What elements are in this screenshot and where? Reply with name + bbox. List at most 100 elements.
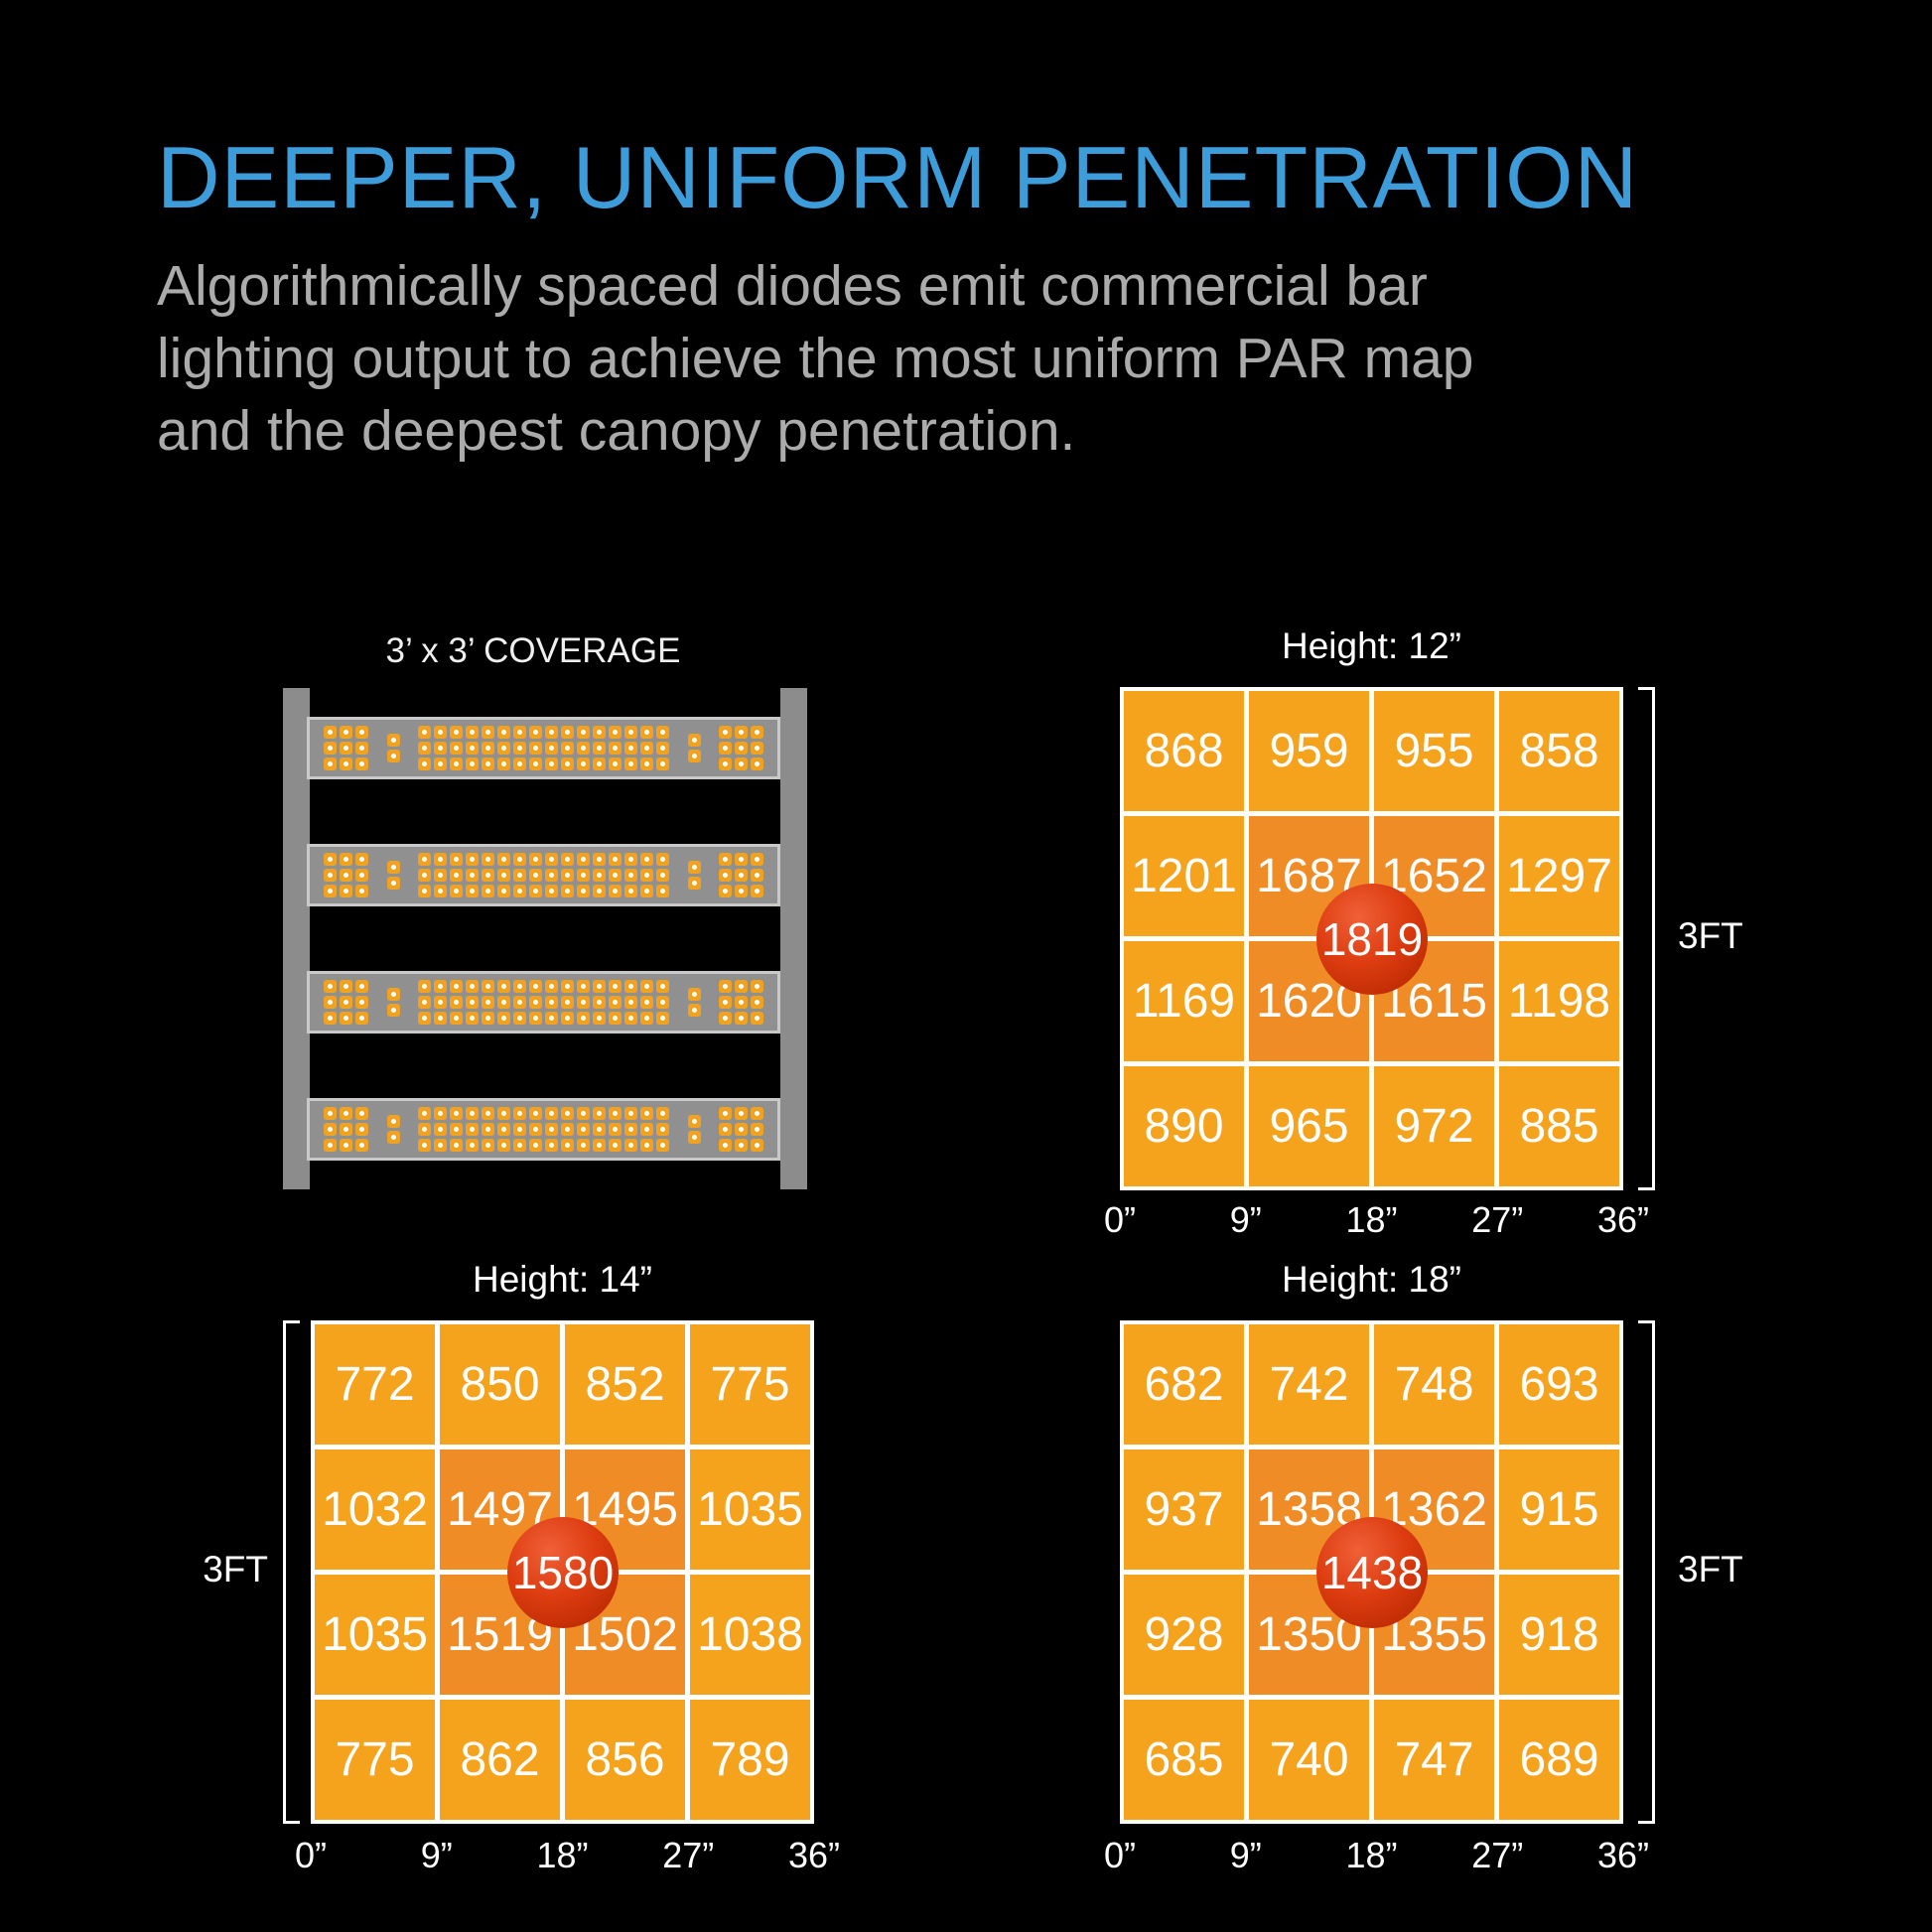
led-diode [609,996,621,1009]
led-diode [609,853,621,866]
par-cell: 1035 [690,1449,810,1570]
par-cell: 1198 [1499,941,1619,1061]
par-cell: 937 [1124,1449,1244,1570]
led-diode [434,869,447,882]
led-diode [609,742,621,755]
led-diode [434,885,447,897]
led-diode [529,742,542,755]
par-cell: 972 [1374,1066,1494,1186]
x-axis-label: 36” [787,1835,841,1875]
led-diode [466,885,479,897]
led-diode [355,758,368,770]
led-diode [513,758,526,770]
led-diode [529,726,542,739]
side-label-3ft: 3FT [203,1549,268,1589]
led-diode [482,980,494,993]
led-diode [340,758,352,770]
led-diode [513,996,526,1009]
led-diode [545,742,558,755]
led-diode [609,1012,621,1025]
led-diode [719,1139,732,1152]
light-bar [307,717,780,779]
led-diode [593,1123,606,1136]
led-diode [497,980,510,993]
led-diode [545,1107,558,1120]
led-diode [450,758,463,770]
led-diode [687,734,701,747]
led-diode [386,877,400,890]
par-cell: 965 [1249,1066,1369,1186]
led-diode [640,742,653,755]
diode-cluster [324,853,368,897]
diode-pair [687,861,701,890]
led-diode [418,1139,431,1152]
led-diode [719,1107,732,1120]
led-diode [593,853,606,866]
led-diode [751,853,763,866]
led-diode [561,1012,574,1025]
led-diode [751,869,763,882]
led-diode [418,726,431,739]
light-bar [307,844,780,906]
led-diode [434,726,447,739]
body-text-line: and the deepest canopy penetration. [157,399,1076,463]
grid-title-14in: Height: 14” [473,1259,652,1300]
led-diode [719,869,732,882]
x-axis-label: 18” [1345,1199,1398,1240]
led-diode [656,869,669,882]
led-diode [434,758,447,770]
led-diode [751,1107,763,1120]
led-diode [687,988,701,1001]
led-diode [466,758,479,770]
led-diode [624,1012,637,1025]
led-diode [529,1012,542,1025]
led-diode [434,742,447,755]
led-diode [497,885,510,897]
led-diode [735,1107,748,1120]
diode-cluster [719,726,763,770]
led-diode [482,742,494,755]
led-diode [513,1139,526,1152]
led-diode [751,885,763,897]
led-diode [735,758,748,770]
grid-title-12in: Height: 12” [1282,625,1461,666]
diode-pair [386,734,400,762]
diode-cluster [719,1107,763,1152]
led-diode [561,758,574,770]
led-diode [609,1107,621,1120]
led-diode [593,885,606,897]
par-cell: 856 [565,1700,685,1820]
led-diode [609,980,621,993]
led-diode [609,1139,621,1152]
led-diode [656,980,669,993]
diode-run [418,853,669,897]
fixture-rail-left [283,688,310,1189]
par-cell: 1035 [315,1575,435,1695]
led-diode [466,1107,479,1120]
led-diode [355,996,368,1009]
led-diode [386,750,400,762]
body-text-line: Algorithmically spaced diodes emit comme… [157,254,1428,318]
led-diode [640,1139,653,1152]
led-diode [497,742,510,755]
led-diode [561,1139,574,1152]
diode-run [418,980,669,1025]
led-diode [640,980,653,993]
par-cell: 1297 [1499,816,1619,936]
side-label-3ft: 3FT [1678,1549,1743,1589]
x-axis-label: 27” [1471,1835,1524,1875]
led-diode [529,996,542,1009]
led-diode [577,1139,590,1152]
x-axis-label: 0” [294,1835,328,1875]
led-diode [324,996,337,1009]
led-diode [482,1012,494,1025]
led-diode [513,980,526,993]
led-diode [529,853,542,866]
led-diode [466,1123,479,1136]
led-diode [640,726,653,739]
x-axis: 0” 9” 18” 27” 36” [295,1835,840,1875]
par-cell: 1038 [690,1575,810,1695]
led-diode [355,726,368,739]
led-diode [434,1123,447,1136]
led-diode [450,742,463,755]
